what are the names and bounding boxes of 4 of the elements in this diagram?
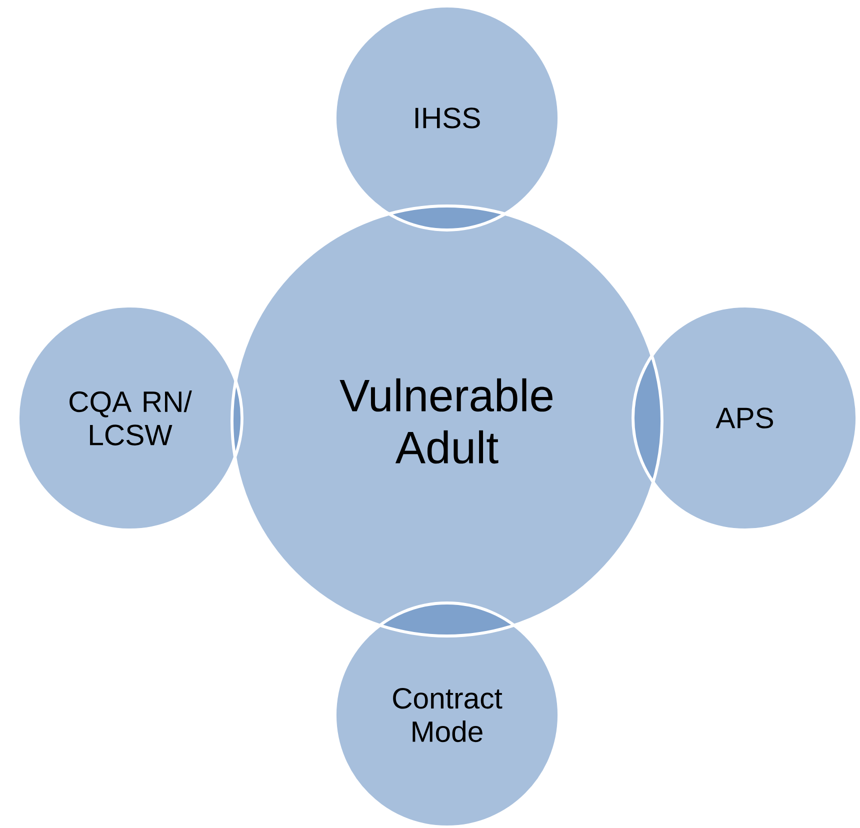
node-label: APS [716,408,774,428]
node-label: IHSS [415,108,480,128]
node-label: Contract Mode [393,688,502,742]
node-label: CQA RN/ LCSW [70,390,192,446]
